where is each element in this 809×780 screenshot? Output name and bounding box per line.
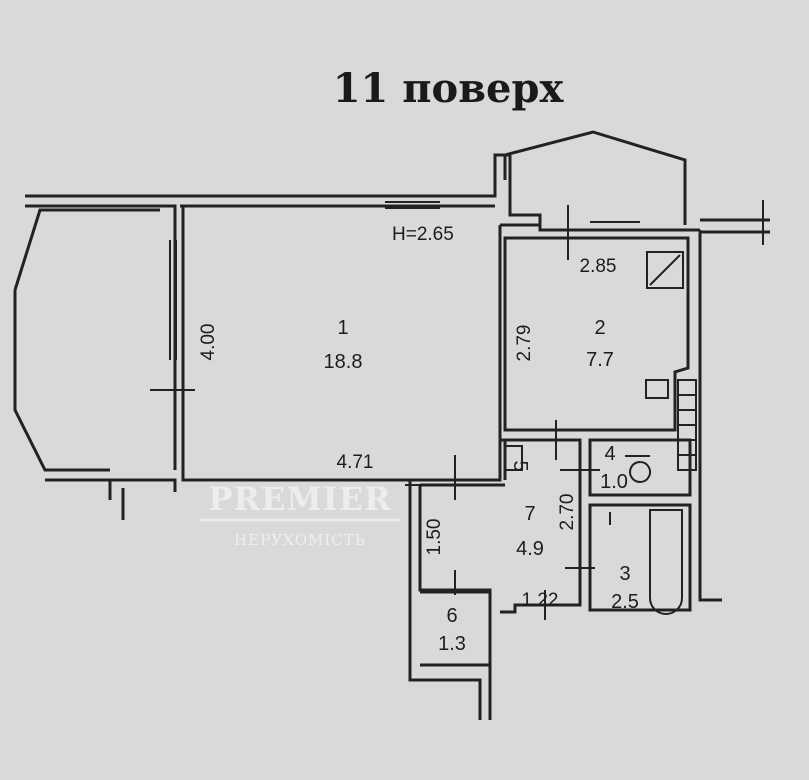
room7-number: 7 xyxy=(524,503,535,525)
room1-number: 1 xyxy=(337,317,348,339)
room5-number: 5 xyxy=(509,460,531,471)
walls xyxy=(13,130,770,720)
dim-corridor-width: 1.22 xyxy=(522,590,559,611)
dim-corridor-side: 1.50 xyxy=(424,519,445,556)
room7-area: 4.9 xyxy=(516,538,544,560)
room6-area: 1.3 xyxy=(438,633,466,655)
room2-area: 7.7 xyxy=(586,349,614,371)
room6-number: 6 xyxy=(446,605,457,627)
room-labels: 1 18.8 2 7.7 3 2.5 4 1.0 5 6 1.3 7 4.9 xyxy=(324,317,639,655)
room3-area: 2.5 xyxy=(611,591,639,613)
dim-room1-height: 4.00 xyxy=(198,324,219,361)
watermark-brand: PREMIER xyxy=(208,480,391,518)
floor-title: 11 поверх xyxy=(333,65,565,112)
room4-number: 4 xyxy=(604,443,615,465)
room2-number: 2 xyxy=(594,317,605,339)
watermark: PREMIER НЕРУХОМІСТЬ xyxy=(200,480,400,549)
ceiling-height: H=2.65 xyxy=(392,224,454,245)
room3-number: 3 xyxy=(619,563,630,585)
dim-room2-width: 2.85 xyxy=(580,256,617,277)
dim-room1-width: 4.71 xyxy=(337,452,374,473)
room1-area: 18.8 xyxy=(324,351,363,373)
dim-corridor-height: 2.70 xyxy=(557,494,578,531)
dim-room2-height: 2.79 xyxy=(514,325,535,362)
watermark-subtitle: НЕРУХОМІСТЬ xyxy=(234,531,366,549)
room4-area: 1.0 xyxy=(600,471,628,493)
